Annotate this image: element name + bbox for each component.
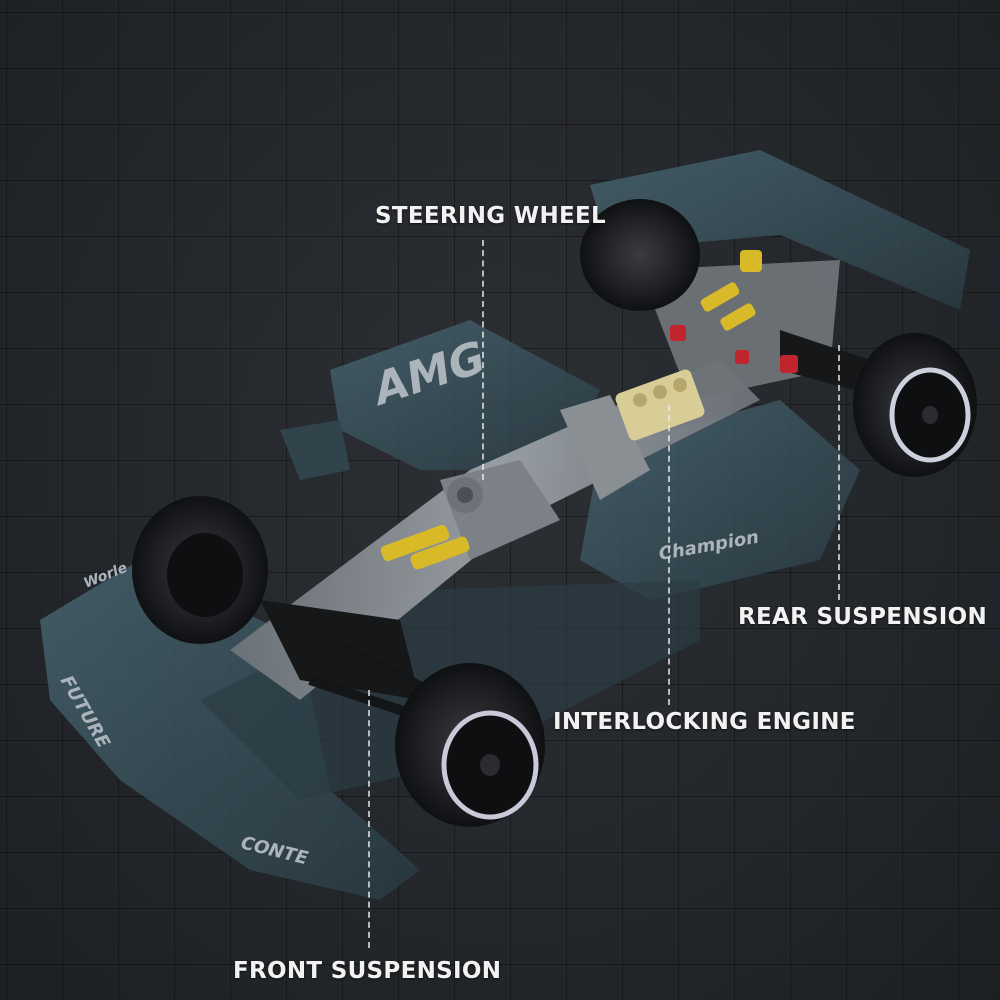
rear-right-wheel [853, 333, 977, 477]
mechanical-accents [380, 250, 798, 570]
halo [280, 420, 350, 480]
left-sidepod [330, 320, 600, 470]
rear-wing [590, 150, 970, 310]
callout-front-suspension: FRONT SUSPENSION [233, 958, 502, 984]
rear-left-wheel [580, 199, 700, 311]
front-left-wheel [132, 496, 268, 644]
leader-rear-suspension [838, 345, 840, 600]
leader-steering-wheel [482, 240, 484, 480]
engine-block [615, 369, 705, 441]
leader-interlocking-engine [668, 405, 670, 705]
callout-steering-wheel: STEERING WHEEL [375, 203, 606, 229]
front-right-wheel [395, 663, 545, 827]
leader-front-suspension [368, 690, 370, 948]
callout-interlocking-engine: INTERLOCKING ENGINE [553, 709, 856, 735]
callout-rear-suspension: REAR SUSPENSION [738, 604, 987, 630]
